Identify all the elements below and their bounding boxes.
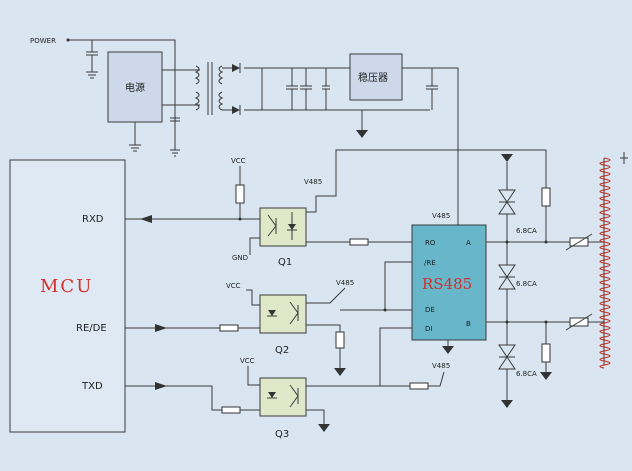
chip-v485-label: V485 [432, 212, 450, 220]
q1-gnd-label: GND [232, 254, 248, 262]
mcu-rede-label: RE/DE [76, 323, 107, 334]
power-label: POWER [30, 37, 56, 45]
q2-box [259, 294, 307, 334]
mcu-block: MCU RXD RE/DE TXD [9, 159, 126, 433]
q1-box [259, 207, 307, 247]
bus-protection: 6.8CA 6.8CA 6.8CA [486, 154, 604, 408]
rs485-label: RS485 [422, 275, 472, 293]
q1-v485-label: V485 [304, 178, 322, 186]
twisted-pair-cable [599, 152, 628, 369]
power-supply-label: 电源 [125, 81, 145, 94]
q1-vcc-label: VCC [231, 157, 246, 165]
regulator-box [349, 53, 403, 101]
optocoupler-q1: VCC GND V485 Q1 [231, 149, 547, 268]
q3-box [259, 377, 307, 417]
mcu-txd-label: TXD [81, 381, 103, 392]
mcu-box [9, 159, 126, 433]
mcu-rxd-label: RXD [82, 214, 104, 225]
tvs-2-label: 6.8CA [516, 280, 537, 288]
mcu-label: MCU [40, 276, 93, 297]
q3-label: Q3 [275, 429, 289, 440]
power-supply-box [107, 51, 163, 123]
q2-label: Q2 [275, 345, 289, 356]
regulator-label: 稳压器 [358, 71, 388, 84]
pin-ro-label: RO [425, 239, 436, 247]
tvs-3-label: 6.8CA [516, 370, 537, 378]
rs485-box [411, 224, 487, 341]
optocoupler-q3: VCC V485 Q3 [221, 327, 450, 440]
pin-a-label: A [466, 239, 471, 247]
optocoupler-q2: VCC V485 Q2 [219, 261, 412, 376]
pin-de-label: DE [425, 306, 435, 314]
q3-vcc-label: VCC [240, 357, 255, 365]
pin-b-label: B [466, 320, 471, 328]
tvs-1-label: 6.8CA [516, 227, 537, 235]
pin-re-label: /RE [424, 259, 436, 267]
q1-label: Q1 [278, 257, 292, 268]
q2-vcc-label: VCC [226, 282, 241, 290]
q2-v485-label: V485 [336, 279, 354, 287]
q3-v485-label: V485 [432, 362, 450, 370]
power-section: POWER 电源 稳压器 [30, 37, 459, 232]
rs485-chip: V485 RS485 RO /RE DE DI A B [411, 212, 487, 354]
pin-di-label: DI [425, 325, 432, 333]
